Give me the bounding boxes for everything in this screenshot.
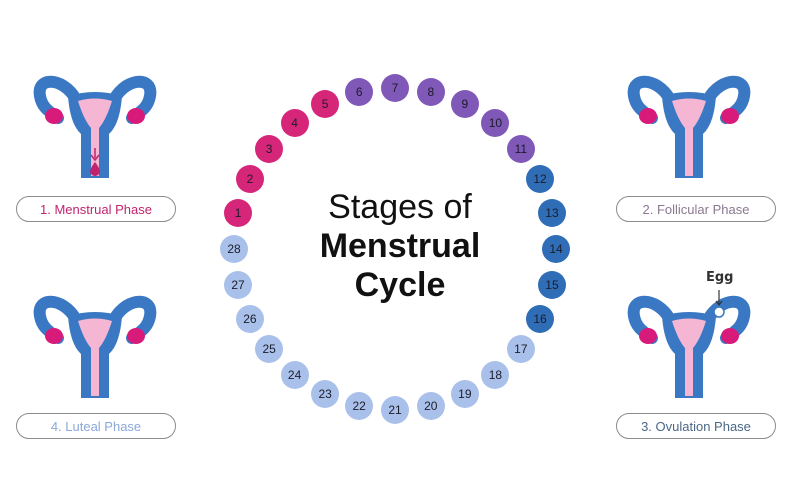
phase-label-luteal: 4. Luteal Phase (16, 413, 176, 439)
cycle-day-3: 3 (255, 134, 284, 163)
cycle-day-25: 25 (255, 335, 284, 364)
cycle-day-14: 14 (542, 235, 570, 263)
phase-label-text: 3. Ovulation Phase (641, 418, 751, 434)
title-line-1: Stages of (328, 188, 472, 226)
diagram-title: Stages of Menstrual Cycle (290, 188, 510, 305)
phase-label-follicular: 2. Follicular Phase (616, 196, 776, 222)
phase-label-text: 1. Menstrual Phase (39, 201, 152, 217)
title-line-2: Menstrual (319, 227, 481, 265)
cycle-day-27: 27 (224, 270, 253, 299)
cycle-day-20: 20 (416, 391, 445, 420)
cycle-day-12: 12 (526, 165, 555, 194)
cycle-day-11: 11 (506, 134, 535, 163)
uterus-menstrual-illustration (30, 70, 160, 180)
cycle-day-10: 10 (481, 109, 510, 138)
phase-label-menstrual: 1. Menstrual Phase (16, 196, 176, 222)
title-line-3: Cycle (354, 266, 446, 304)
uterus-luteal-illustration (30, 290, 160, 400)
cycle-day-4: 4 (280, 109, 309, 138)
cycle-day-5: 5 (311, 89, 340, 118)
uterus-ovulation-illustration (624, 290, 754, 400)
uterus-follicular-illustration (624, 70, 754, 180)
cycle-day-18: 18 (481, 360, 510, 389)
cycle-day-21: 21 (381, 396, 409, 424)
cycle-day-6: 6 (345, 78, 374, 107)
cycle-day-13: 13 (537, 199, 566, 228)
cycle-day-8: 8 (416, 78, 445, 107)
phase-label-text: 4. Luteal Phase (50, 418, 142, 434)
cycle-day-16: 16 (526, 304, 555, 333)
cycle-day-2: 2 (235, 165, 264, 194)
cycle-day-26: 26 (235, 304, 264, 333)
phase-label-text: 2. Follicular Phase (642, 201, 750, 217)
cycle-day-23: 23 (311, 380, 340, 409)
phase-label-ovulation: 3. Ovulation Phase (616, 413, 776, 439)
cycle-day-7: 7 (381, 74, 409, 102)
cycle-day-24: 24 (280, 360, 309, 389)
egg-label: Egg (706, 270, 734, 285)
cycle-day-1: 1 (224, 199, 253, 228)
egg-icon (713, 290, 725, 318)
blood-drop-icon (90, 148, 100, 176)
cycle-day-17: 17 (506, 335, 535, 364)
cycle-day-15: 15 (537, 270, 566, 299)
cycle-day-28: 28 (220, 235, 248, 263)
cycle-day-22: 22 (345, 391, 374, 420)
cycle-day-19: 19 (450, 380, 479, 409)
cycle-day-9: 9 (450, 89, 479, 118)
